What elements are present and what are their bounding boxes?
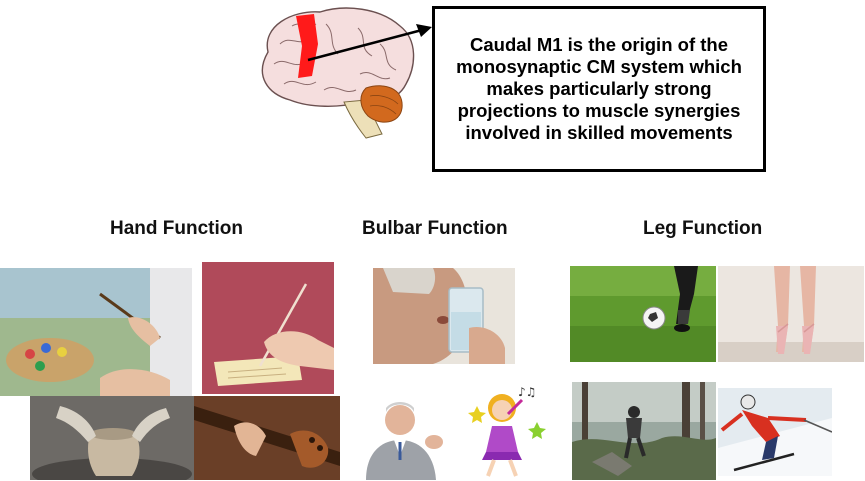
callout-box: Caudal M1 is the origin of the monosynap… bbox=[432, 6, 766, 172]
writing-photo bbox=[202, 262, 334, 394]
hiking-photo bbox=[572, 382, 716, 480]
heading-bulbar-function: Bulbar Function bbox=[362, 218, 508, 239]
heading-hand-function: Hand Function bbox=[110, 218, 243, 239]
callout-text: Caudal M1 is the origin of the monosynap… bbox=[456, 34, 742, 143]
svg-text:♪♫: ♪♫ bbox=[518, 385, 536, 399]
violin-photo bbox=[194, 396, 340, 480]
ballet-photo bbox=[718, 266, 864, 362]
skiing-photo bbox=[718, 388, 832, 476]
singing-girl-illustration: ♪♫ bbox=[462, 382, 552, 480]
painting-photo bbox=[0, 268, 192, 396]
arrow-icon bbox=[307, 24, 432, 62]
drinking-photo bbox=[373, 268, 515, 364]
m1-region bbox=[296, 14, 318, 78]
brain-illustration bbox=[261, 7, 415, 139]
heading-leg-function: Leg Function bbox=[643, 218, 763, 239]
coughing-man-photo bbox=[358, 396, 454, 480]
cerebellum bbox=[360, 85, 403, 123]
pottery-photo bbox=[30, 396, 194, 480]
soccer-photo bbox=[570, 266, 716, 362]
